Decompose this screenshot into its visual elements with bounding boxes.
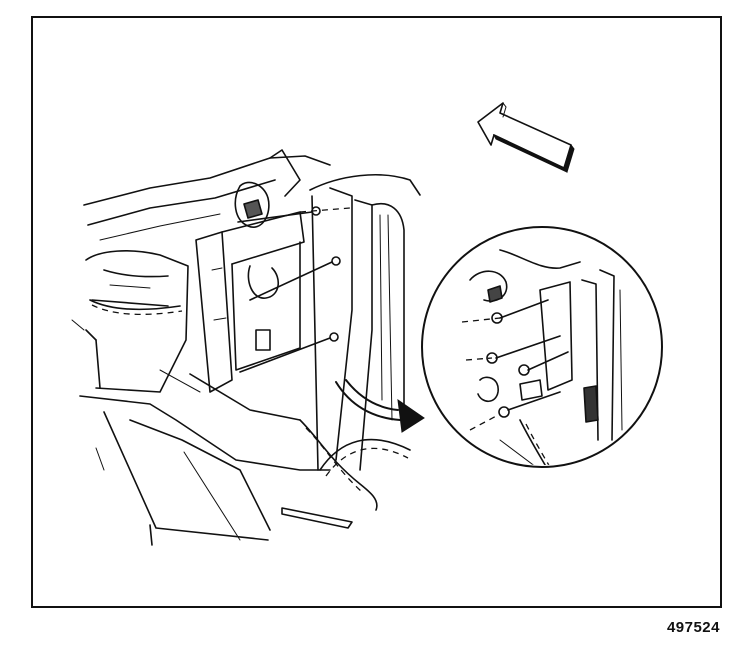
dash-structure-illustration	[71, 149, 421, 546]
detail-callout	[421, 226, 663, 468]
figure-id-label: 497524	[666, 619, 720, 636]
curved-callout-arrow-icon	[335, 379, 425, 433]
forward-direction-arrow-icon	[477, 102, 575, 174]
